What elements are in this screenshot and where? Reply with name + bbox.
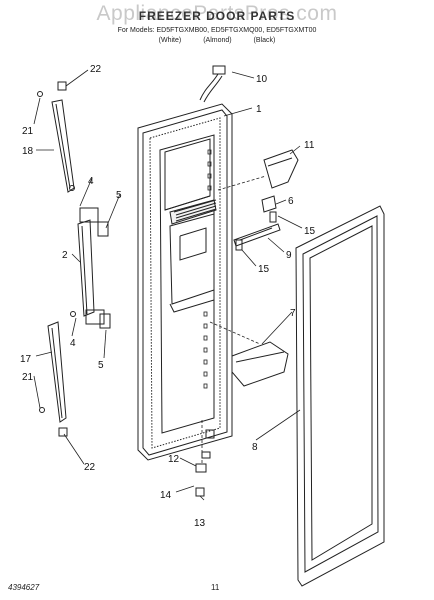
callout-labels: 22 21 18 4 5 2 4 5 17 21 22 10 1 11 6 15… — [20, 64, 316, 529]
model-variants: (White) (Almond) (Black) — [0, 37, 434, 44]
variant-almond: (Almond) — [203, 37, 232, 44]
callout-6: 6 — [288, 196, 294, 207]
bracket-6 — [261, 195, 277, 213]
callout-17: 17 — [20, 354, 32, 365]
trim-lower-17 — [47, 321, 67, 423]
callout-18: 18 — [22, 146, 34, 157]
callout-22-top: 22 — [90, 64, 102, 75]
callout-7: 7 — [290, 308, 296, 319]
page-number: 11 — [211, 583, 220, 592]
callout-8: 8 — [252, 442, 258, 453]
shelf-7 — [231, 341, 289, 387]
watermark: AppliancePartsPros.com — [96, 2, 338, 25]
small-hardware — [37, 81, 76, 437]
callout-4-top: 4 — [88, 176, 94, 187]
callout-13: 13 — [194, 518, 206, 529]
variant-black: (Black) — [253, 37, 276, 44]
callout-5-bottom: 5 — [98, 360, 104, 371]
callout-4-bottom: 4 — [70, 338, 76, 349]
callout-11: 11 — [304, 140, 315, 151]
trim-upper-18 — [51, 99, 75, 193]
rail-9 — [233, 223, 281, 247]
callout-12: 12 — [168, 454, 180, 465]
guide-lines — [201, 175, 267, 464]
clip-15 — [235, 211, 277, 251]
variant-white: (White) — [158, 37, 182, 44]
leader-lines — [33, 69, 303, 501]
callout-21-top: 21 — [22, 126, 34, 137]
callout-1: 1 — [256, 104, 262, 115]
chute-11 — [263, 149, 299, 189]
callout-9: 9 — [286, 250, 292, 261]
callout-22-bottom: 22 — [84, 462, 96, 473]
callout-15-left: 15 — [258, 264, 270, 275]
callout-5-top: 5 — [116, 190, 122, 201]
document-id: 4394627 — [8, 583, 40, 592]
callout-14: 14 — [160, 490, 172, 501]
door-liner — [295, 205, 385, 587]
diagram-title: FREEZER DOOR PARTS — [138, 9, 296, 23]
handle-2 — [77, 207, 111, 329]
model-list: For Models: ED5FTGXMB00, ED5FTGXMQ00, ED… — [117, 27, 317, 34]
callout-15-right: 15 — [304, 226, 316, 237]
callout-21-bottom: 21 — [22, 372, 34, 383]
callout-10: 10 — [256, 74, 268, 85]
callout-2: 2 — [62, 250, 68, 261]
door-panel — [137, 65, 233, 461]
